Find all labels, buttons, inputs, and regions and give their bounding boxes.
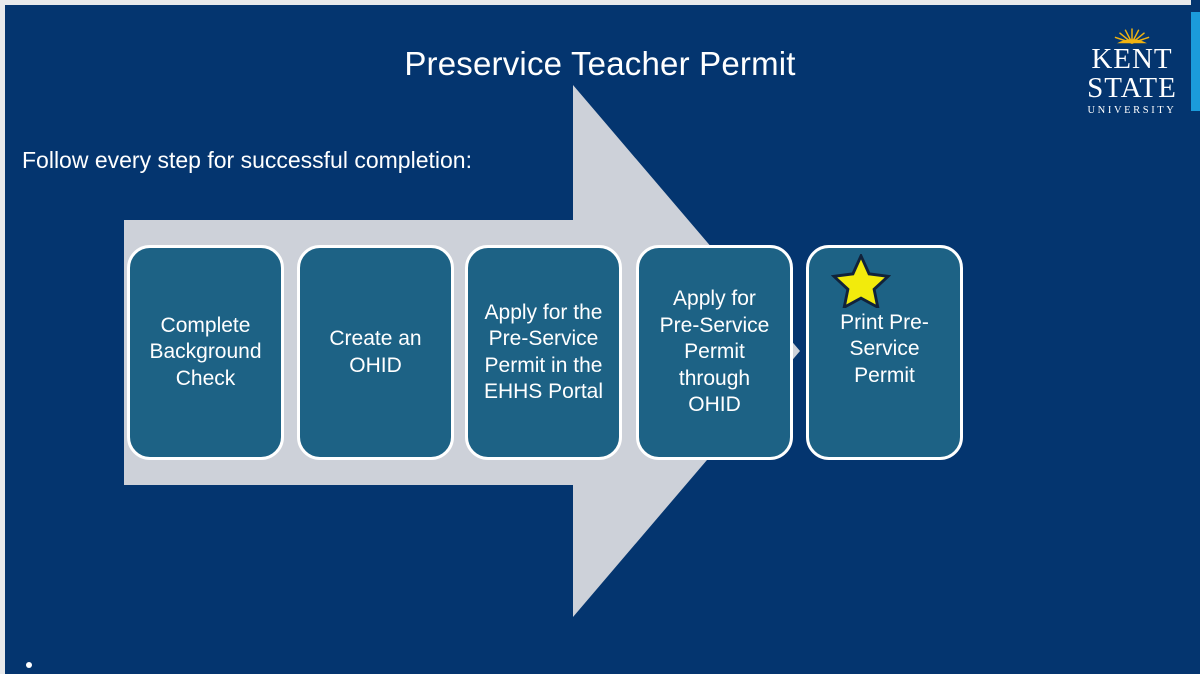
logo-line-university: UNIVERSITY [1087,105,1177,116]
step-box-5-label: Print Pre- Service Permit [840,311,929,387]
step-box-5[interactable]: Print Pre- Service Permit [806,245,963,460]
logo-line-kent: KENT [1091,43,1173,75]
scrollbar-track[interactable] [1191,0,1200,674]
slide-top-edge [0,0,1200,5]
logo-line-state: STATE [1087,72,1177,104]
step-box-1-label: Complete Background Check [149,313,262,390]
slide-left-edge [0,0,5,674]
step-box-3-label: Apply for the Pre-Service Permit in the … [483,300,604,403]
step-box-1[interactable]: Complete Background Check [127,245,284,460]
step-box-3[interactable]: Apply for the Pre-Service Permit in the … [465,245,622,460]
sunburst-icon [1114,28,1150,44]
star-icon [831,254,891,308]
kent-state-logo: KENT STATE UNIVERSITY [1076,28,1188,117]
bullet-point [26,662,32,668]
slide-subtitle: Follow every step for successful complet… [22,147,472,173]
step-box-2[interactable]: Create an OHID [297,245,454,460]
scrollbar-thumb[interactable] [1191,12,1200,111]
page-title: Preservice Teacher Permit [404,45,796,82]
step-box-4-label: Apply for Pre-Service Permit through OHI… [659,287,770,417]
step-box-2-label: Create an OHID [329,327,422,377]
step-box-4[interactable]: Apply for Pre-Service Permit through OHI… [636,245,793,460]
